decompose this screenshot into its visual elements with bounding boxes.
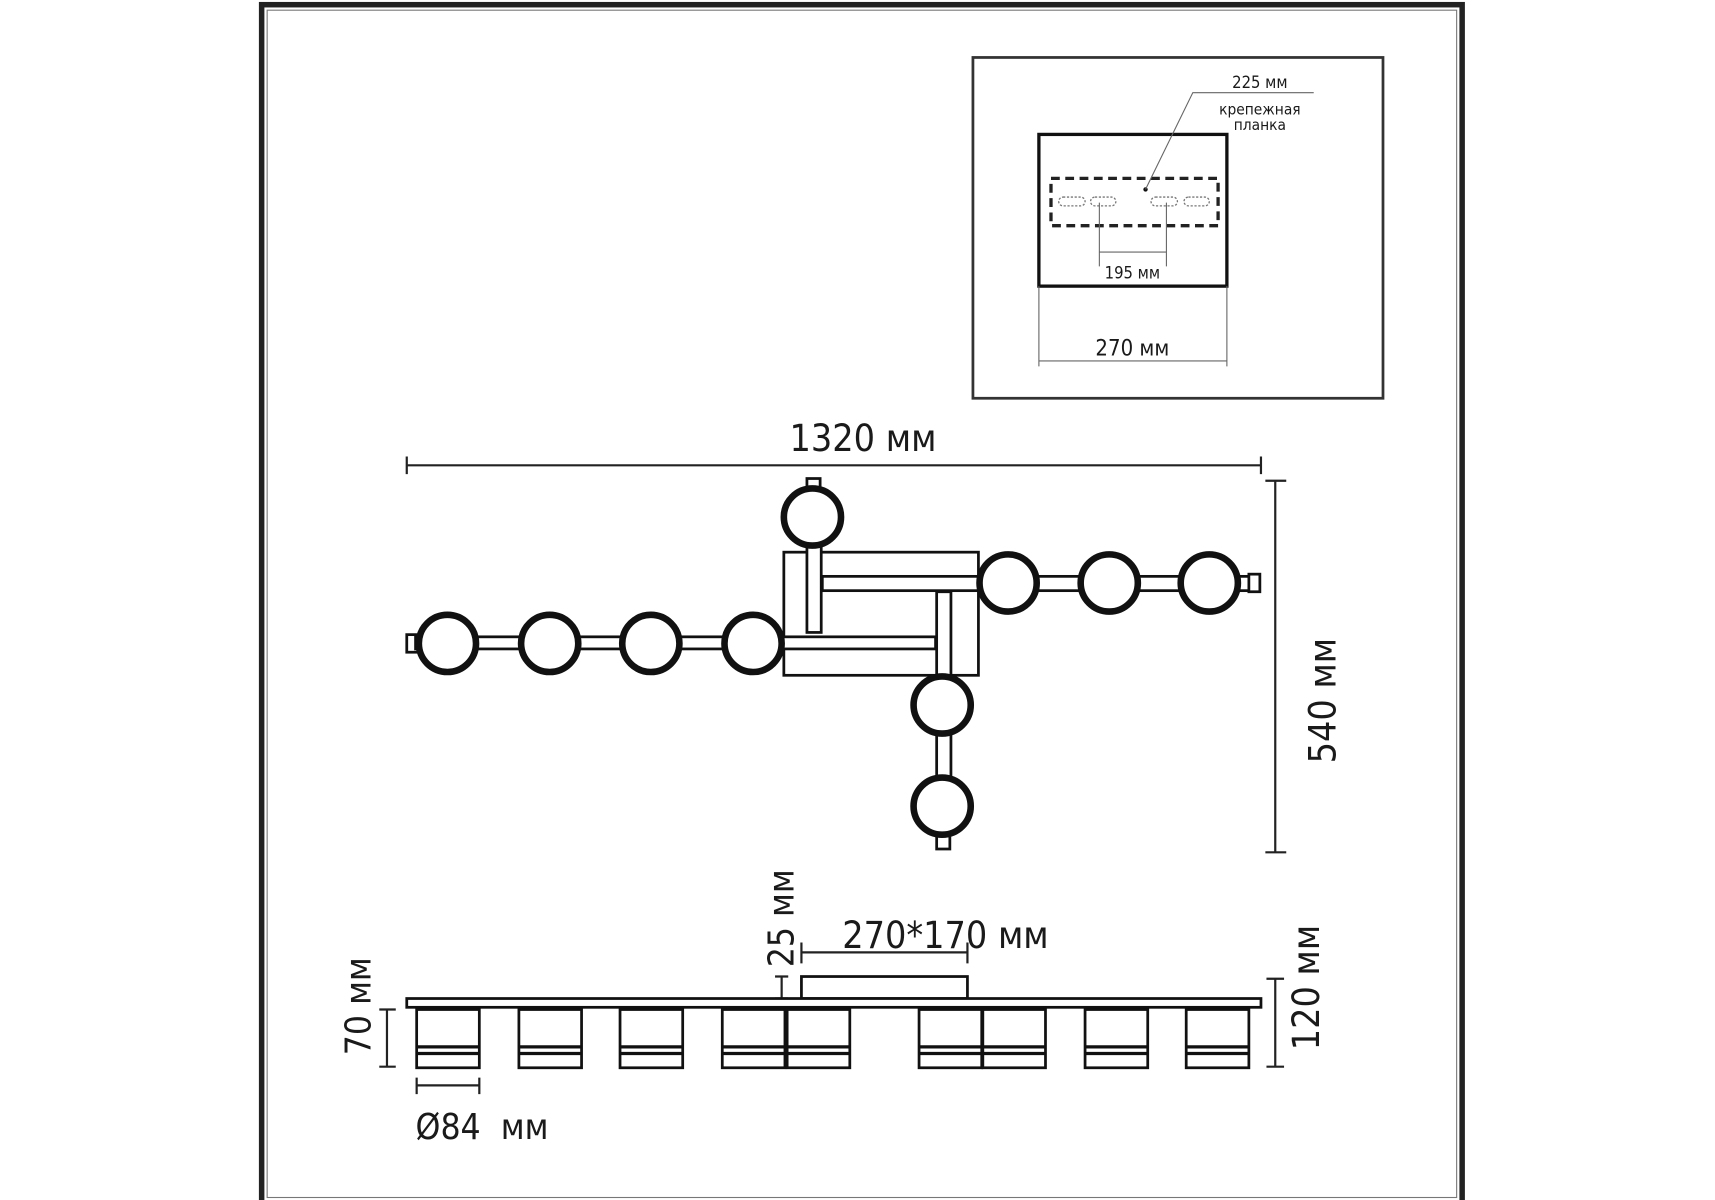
shade-diameter-label: Ø84 мм bbox=[416, 1107, 549, 1148]
hole-spacing-label: 195 мм bbox=[1105, 263, 1160, 282]
shades bbox=[415, 1008, 1251, 1070]
top-view: 1320 мм 540 мм bbox=[405, 416, 1345, 854]
light-head bbox=[618, 611, 683, 676]
leader-line bbox=[1145, 92, 1314, 190]
light-head bbox=[780, 485, 845, 549]
light-head bbox=[976, 551, 1040, 615]
plate-label-line2: планка bbox=[1234, 116, 1286, 134]
base-width-label: 270 мм bbox=[1095, 336, 1169, 361]
light-head bbox=[910, 673, 975, 737]
diameter-dimension bbox=[415, 1077, 481, 1095]
canopy-height-label: 25 мм bbox=[762, 869, 803, 967]
shade bbox=[720, 1008, 787, 1070]
end-cap bbox=[1247, 572, 1262, 594]
leader-dot bbox=[1143, 187, 1148, 192]
light-head bbox=[1177, 551, 1242, 615]
total-height-dimension bbox=[1266, 977, 1285, 1068]
main-rail bbox=[405, 997, 1263, 1009]
canopy bbox=[800, 975, 969, 1000]
total-width-label: 1320 мм bbox=[790, 416, 937, 460]
light-heads bbox=[415, 485, 1242, 839]
plate-width-label: 225 мм bbox=[1232, 73, 1287, 92]
shade bbox=[1184, 1008, 1251, 1070]
canopy-dimension-line bbox=[800, 942, 969, 964]
hole-spacing-dimension bbox=[1098, 202, 1167, 267]
depth-dimension-line bbox=[1265, 479, 1287, 854]
shade bbox=[517, 1008, 583, 1070]
outer-frame bbox=[258, 1, 1465, 1200]
light-head bbox=[415, 611, 480, 676]
light-head bbox=[1077, 551, 1142, 615]
canopy-height-dimension bbox=[775, 975, 789, 1000]
shade-height-label: 70 мм bbox=[338, 957, 379, 1055]
light-head bbox=[721, 611, 785, 676]
shade-height-dimension bbox=[379, 1008, 396, 1068]
total-depth-label: 540 мм bbox=[1301, 638, 1345, 764]
shade bbox=[785, 1008, 852, 1070]
width-dimension-line bbox=[405, 456, 1263, 475]
light-head bbox=[517, 611, 582, 676]
shade bbox=[618, 1008, 685, 1070]
plate-label-line1: крепежная bbox=[1219, 101, 1301, 119]
shade bbox=[1083, 1008, 1150, 1070]
mounting-bar-outline bbox=[1049, 176, 1220, 228]
shade bbox=[917, 1008, 984, 1070]
base-width-dimension bbox=[1038, 286, 1228, 367]
mounting-slots bbox=[1058, 196, 1210, 207]
mounting-plate-inset: 225 мм крепежная планка 195 мм 270 мм bbox=[971, 56, 1385, 400]
shade bbox=[415, 1008, 481, 1070]
inset-frame bbox=[971, 56, 1385, 400]
total-height-label: 120 мм bbox=[1284, 925, 1328, 1051]
canopy-size-label: 270*170 мм bbox=[842, 913, 1048, 957]
canopy-outline bbox=[1037, 132, 1229, 288]
light-head bbox=[910, 774, 975, 839]
side-view: 270*170 мм 25 мм 70 мм 120 мм Ø84 мм bbox=[338, 869, 1328, 1148]
shade bbox=[981, 1008, 1047, 1070]
outer-frame-inner bbox=[266, 9, 1458, 1199]
